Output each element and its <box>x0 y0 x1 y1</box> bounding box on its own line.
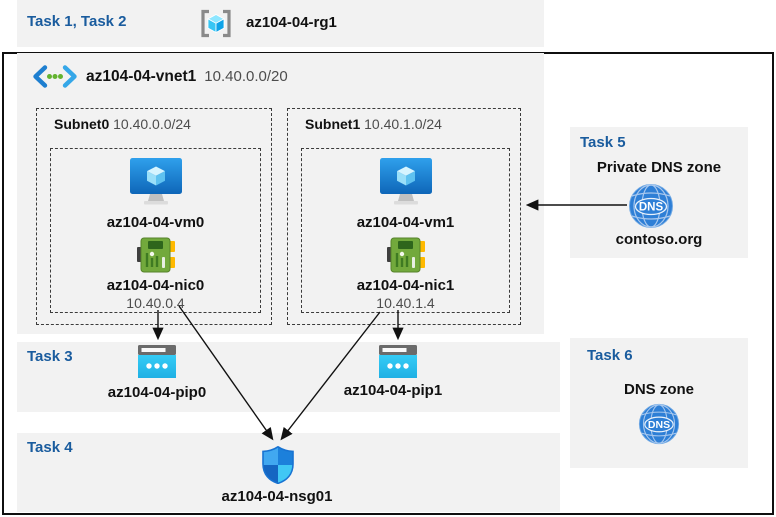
task4-heading: Task 4 <box>27 439 73 456</box>
nsg-label: az104-04-nsg01 <box>221 488 333 505</box>
nic0-label: az104-04-nic0 <box>106 277 205 294</box>
dns-icon-text: DNS <box>639 202 664 214</box>
subnet0-vm-box: az104-04-vm0 az104-04-nic0 10.40.0.4 <box>50 148 261 313</box>
task4-band: Task 4 az104-04-nsg01 <box>17 433 560 512</box>
subnet1-box: Subnet1 10.40.1.0/24 az104-04-vm1 <box>287 108 521 325</box>
dns-icon-text: DNS <box>648 419 670 431</box>
subnet0-cidr: 10.40.0.0/24 <box>113 116 191 132</box>
task12-band: Task 1, Task 2 az104-04-rg1 <box>17 0 544 47</box>
subnet1-name: Subnet1 <box>305 116 361 132</box>
pip0-icon <box>138 345 176 378</box>
resource-group-icon <box>201 9 231 38</box>
nic1-icon <box>386 237 425 273</box>
vm1-label: az104-04-vm1 <box>356 214 455 231</box>
task3-heading: Task 3 <box>27 348 73 365</box>
vnet-icon <box>33 65 77 88</box>
task12-heading: Task 1, Task 2 <box>27 13 127 30</box>
nic0-ip: 10.40.0.4 <box>126 295 185 311</box>
dns-zone-title: DNS zone <box>623 381 694 398</box>
nic0-icon <box>136 237 175 273</box>
private-dns-zone-title: Private DNS zone <box>596 159 722 176</box>
private-dns-icon: DNS <box>629 184 673 228</box>
vnet-header: az104-04-vnet1 10.40.0.0/20 <box>32 65 288 88</box>
resource-group-label: az104-04-rg1 <box>246 14 337 31</box>
nic1-ip: 10.40.1.4 <box>376 295 435 311</box>
subnet1-vm-box: az104-04-vm1 az104-04-nic1 10.40.1.4 <box>301 148 510 313</box>
subnet0-label: Subnet0 10.40.0.0/24 <box>54 116 191 132</box>
dns-zone-icon: DNS <box>638 403 680 445</box>
task6-box: Task 6 DNS zone DNS <box>570 338 748 468</box>
nic1-label: az104-04-nic1 <box>356 277 455 294</box>
task5-box: Task 5 Private DNS zone DNS contoso.org <box>570 127 748 258</box>
task6-heading: Task 6 <box>587 347 633 364</box>
task5-heading: Task 5 <box>580 134 626 151</box>
pip1-label: az104-04-pip1 <box>343 382 443 399</box>
nsg-shield-icon <box>262 446 294 484</box>
vnet-cidr: 10.40.0.0/20 <box>204 68 288 85</box>
vm1-icon <box>379 158 432 205</box>
pip0-label: az104-04-pip0 <box>107 384 207 401</box>
contoso-zone-label: contoso.org <box>615 231 703 248</box>
vm0-icon <box>129 158 182 205</box>
pip1-icon <box>379 345 417 378</box>
vnet-name: az104-04-vnet1 <box>86 67 197 85</box>
vm0-label: az104-04-vm0 <box>106 214 205 231</box>
subnet1-label: Subnet1 10.40.1.0/24 <box>305 116 442 132</box>
subnet1-cidr: 10.40.1.0/24 <box>364 116 442 132</box>
task3-band: Task 3 az104-04-pip0 az104-04-pip1 <box>17 342 560 412</box>
subnet0-box: Subnet0 10.40.0.0/24 az104-04-vm0 <box>36 108 272 325</box>
vnet-panel: az104-04-vnet1 10.40.0.0/20 Subnet0 10.4… <box>17 53 544 334</box>
subnet0-name: Subnet0 <box>54 116 110 132</box>
